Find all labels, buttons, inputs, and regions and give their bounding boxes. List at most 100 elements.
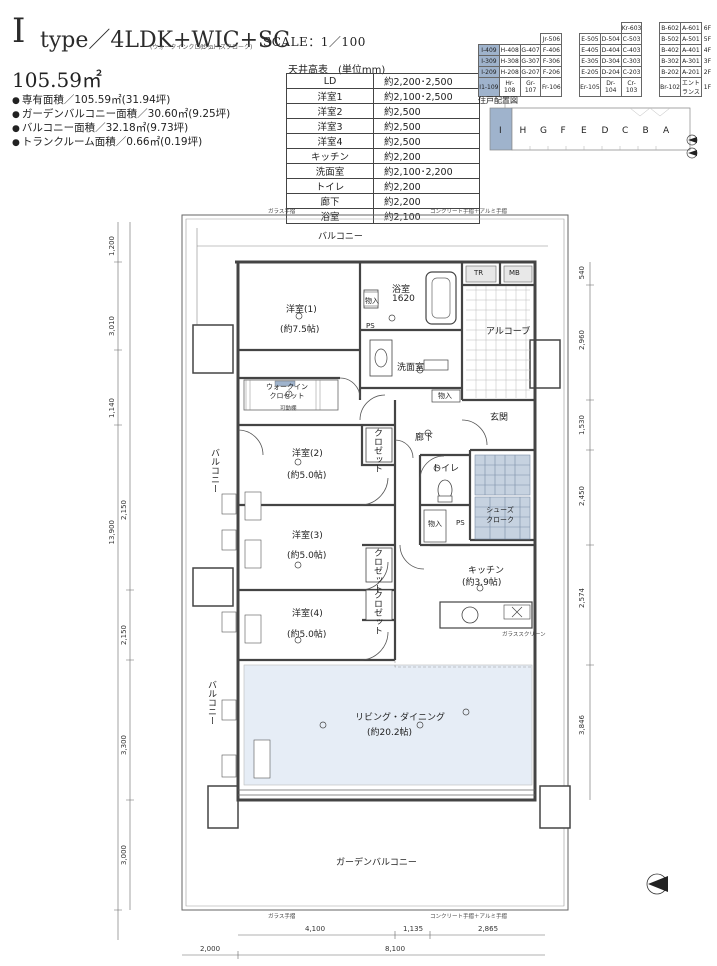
dim-left: 2,150 <box>120 500 128 521</box>
kitchen-size: (約3.9帖) <box>462 578 502 588</box>
garden-balcony-label: ガーデンバルコニー <box>336 858 417 868</box>
keyplan-letter: I <box>499 126 502 136</box>
dim-bottom: 4,100 <box>305 925 326 933</box>
western1-size: (約7.5帖) <box>280 325 320 335</box>
glass-rail-top-label: ガラス手摺 <box>268 209 296 215</box>
area-item: バルコニー面積／32.18㎡(9.73坪) <box>12 120 188 135</box>
wic-note: (ウォークインクロゼット) <box>150 44 221 51</box>
dim-left: 1,140 <box>108 398 116 419</box>
ceiling-row: キッチン約2,200 <box>286 148 480 164</box>
dim-right: 1,530 <box>578 415 586 436</box>
unit-floor: 4F <box>703 46 712 54</box>
keyplan-letter: B <box>642 126 649 136</box>
dim-left: 3,010 <box>108 316 116 337</box>
dim-bottom: 1,135 <box>403 925 424 933</box>
western2-size: (約5.0帖) <box>287 471 327 481</box>
area-item: トランクルーム面積／0.66㎡(0.19坪) <box>12 134 202 149</box>
tr-label: TR <box>474 269 484 277</box>
dim-left: 3,300 <box>120 735 128 756</box>
bath-size: 1620 <box>392 294 415 304</box>
keyplan-letter: D <box>601 126 609 136</box>
unit-floor: 6F <box>703 24 712 32</box>
dim-right: 2,574 <box>578 588 586 609</box>
bathtub-icon <box>425 271 457 325</box>
storage-label: 物入 <box>438 392 452 400</box>
unit-cell: I1-109 <box>478 77 500 97</box>
concrete-rail-bottom-label: コンクリート手摺＋アルミ手摺 <box>430 914 507 920</box>
balcony-left-label: バルコニー <box>209 448 219 493</box>
toilet-label: トイレ <box>432 464 460 474</box>
western2-label: 洋室(2) <box>292 449 323 459</box>
area-item: ガーデンバルコニー面積／30.60㎡(9.25坪) <box>12 106 230 121</box>
dim-bottom: 2,000 <box>200 945 221 953</box>
keyplan-letter: A <box>663 126 670 136</box>
north-small-icon <box>686 134 698 159</box>
dim-right: 2,960 <box>578 330 586 351</box>
bath-label: 浴室 <box>392 285 411 295</box>
concrete-rail-top-label: コンクリート手摺＋アルミ手摺 <box>430 209 507 215</box>
sc-note: (シューズクローク) <box>200 44 253 51</box>
western1-label: 洋室(1) <box>286 305 317 315</box>
ceiling-table-caption: 天井高表 (単位mm) <box>288 65 386 76</box>
closet-label: クロゼット <box>372 428 382 473</box>
total-area: 105.59㎡ <box>12 68 102 92</box>
dim-left: 13,900 <box>108 520 116 545</box>
ps-label: PS <box>456 519 465 527</box>
ceiling-room: 浴室 <box>286 208 374 224</box>
western3-size: (約5.0帖) <box>287 551 327 561</box>
dim-left: 1,200 <box>108 236 116 257</box>
western4-label: 洋室(4) <box>292 609 323 619</box>
unit-floor: 3F <box>703 57 712 65</box>
dim-right: 3,846 <box>578 715 586 736</box>
living-size: (約20.2帖) <box>367 728 413 738</box>
unit-cell: Fr-106 <box>540 77 563 97</box>
storage-label: 物入 <box>428 520 442 528</box>
ceiling-row: トイレ約2,200 <box>286 178 480 194</box>
mb-label: MB <box>509 269 520 277</box>
kitchen-label: キッチン <box>468 566 505 576</box>
unit-cell: エントランス <box>679 77 702 97</box>
keyplan-letter: E <box>581 126 587 136</box>
dim-right: 540 <box>578 266 586 280</box>
unit-floor: 5F <box>703 35 712 43</box>
ceiling-height: 約2,100 <box>373 208 480 224</box>
ceiling-row: 浴室約2,100 <box>286 208 480 224</box>
entrance-tiles <box>474 454 531 540</box>
plan-title: type／4LDK+WIC+SC <box>40 28 290 53</box>
scale-label: SCALE：1／100 <box>263 35 366 49</box>
keyplan-letter: C <box>622 126 629 136</box>
dim-bottom: 8,100 <box>385 945 406 953</box>
dim-right: 2,450 <box>578 486 586 507</box>
keyplan-letter: F <box>560 126 566 136</box>
alcove-tiles <box>466 286 530 398</box>
keyplan <box>489 101 691 151</box>
sink-icon <box>369 339 393 377</box>
unit-floor: 1F <box>703 83 712 91</box>
type-letter: I <box>12 11 26 51</box>
unit-cell: C-303 <box>620 55 643 67</box>
alcove-label: アルコーブ <box>486 327 531 337</box>
balcony-top-label: バルコニー <box>318 232 363 242</box>
keyplan-caption: 住戸配置図 <box>478 96 518 105</box>
north-arrow-icon <box>646 873 668 895</box>
balcony-left2-label: バルコニー <box>206 680 216 725</box>
western3-label: 洋室(3) <box>292 531 323 541</box>
unit-cell: Hr-108 <box>498 77 521 97</box>
area-item: 専有面積／105.59㎡(31.94坪) <box>12 92 171 107</box>
unit-floor: 2F <box>703 68 712 76</box>
shoes-cloak-label: シューズ クローク <box>486 506 514 524</box>
dim-left: 2,150 <box>120 625 128 646</box>
living-label: リビング・ダイニング <box>355 713 446 723</box>
glass-rail-bottom-label: ガラス手摺 <box>268 914 296 920</box>
glass-screen-label: ガラススクリーン <box>502 632 546 638</box>
dim-bottom: 2,865 <box>478 925 499 933</box>
western4-size: (約5.0帖) <box>287 630 327 640</box>
washroom-label: 洗面室 <box>397 363 425 373</box>
entrance-label: 玄関 <box>490 413 509 423</box>
